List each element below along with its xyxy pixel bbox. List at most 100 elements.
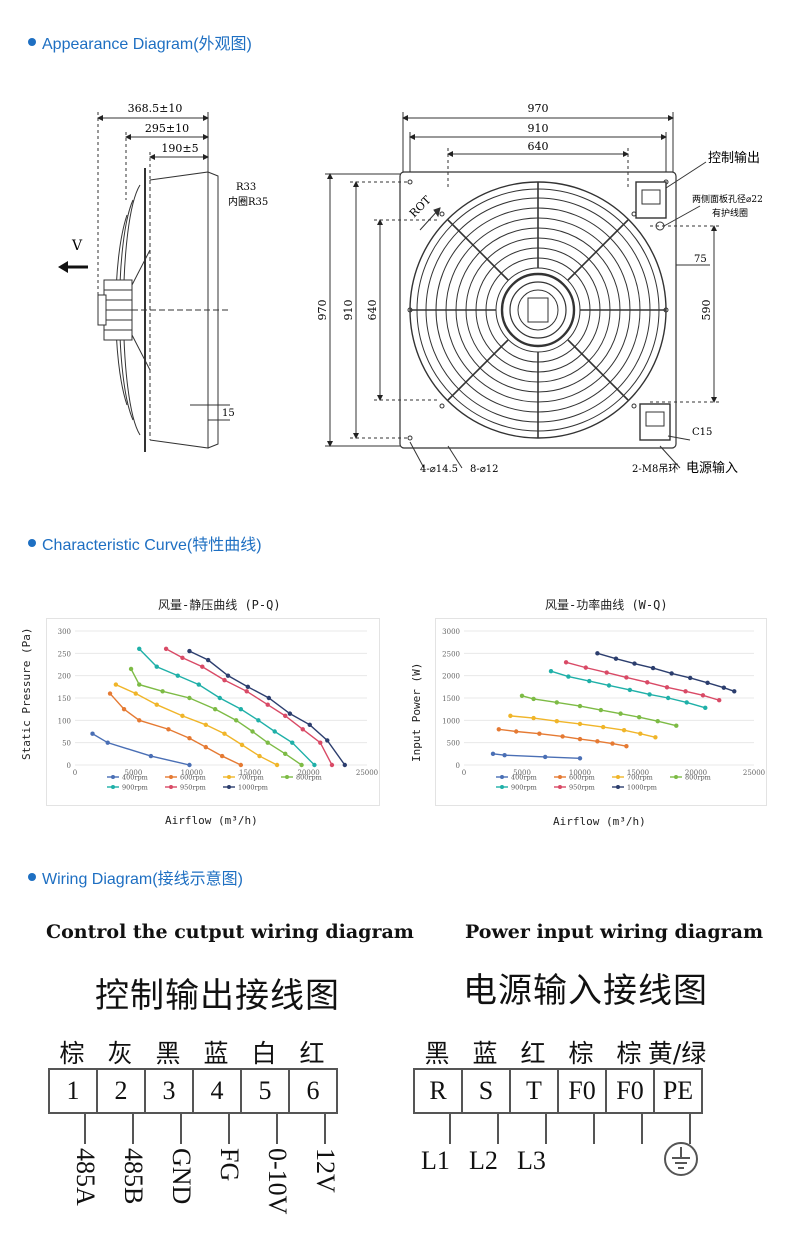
terminal-T: T — [509, 1068, 559, 1114]
terminal-pin — [276, 1114, 278, 1144]
dim-590: 590 — [700, 300, 713, 321]
data-point — [595, 739, 600, 744]
terminal-pin — [324, 1114, 326, 1144]
data-point — [166, 727, 171, 732]
data-point — [137, 646, 142, 652]
power-wiring-heading: Power input wiring diagram — [465, 921, 764, 943]
data-point — [664, 685, 670, 690]
data-point — [283, 713, 288, 719]
legend-label: 950rpm — [569, 784, 595, 792]
data-point — [187, 762, 192, 768]
data-point — [632, 661, 637, 666]
data-point — [563, 660, 569, 665]
terminal-pin — [180, 1114, 182, 1144]
data-point — [554, 700, 559, 705]
terminal-S: S — [461, 1068, 511, 1114]
data-point — [238, 762, 244, 768]
control-wiring-title-cn: 控制输出接线图 — [95, 976, 340, 1016]
wire-color-label: 棕 — [59, 1039, 85, 1068]
y-tick-label: 50 — [62, 740, 71, 748]
data-point — [577, 736, 583, 742]
legend-marker — [558, 785, 562, 789]
data-point — [128, 666, 134, 672]
data-point — [107, 691, 113, 696]
series-line-950rpm — [165, 648, 333, 766]
legend-marker — [500, 775, 504, 779]
data-point — [669, 671, 674, 676]
dim-910-left: 910 — [342, 300, 355, 321]
series-line-400rpm — [492, 753, 581, 759]
airflow-arrow-icon — [58, 261, 88, 273]
data-point — [627, 687, 633, 693]
power-in-label: 电源输入 — [686, 460, 738, 476]
chart-wq-title: 风量-功率曲线 (W-Q) — [545, 598, 668, 612]
dim-640-top: 640 — [528, 140, 549, 153]
terminal-F0: F0 — [605, 1068, 655, 1114]
data-point — [250, 729, 255, 734]
data-point — [688, 675, 693, 681]
data-point — [299, 762, 304, 768]
legend-label: 900rpm — [511, 784, 537, 792]
dim-368: 368.5±10 — [128, 102, 183, 115]
data-point — [154, 702, 159, 707]
data-point — [205, 657, 211, 663]
x-tick-label: 5000 — [124, 769, 142, 777]
dim-295: 295±10 — [145, 122, 189, 135]
data-point — [703, 705, 708, 711]
x-tick-label: 15000 — [239, 769, 261, 777]
terminal-4: 4 — [192, 1068, 242, 1114]
wire-color-label: 蓝 — [203, 1039, 229, 1068]
data-point — [732, 689, 737, 694]
data-point — [225, 673, 231, 678]
terminal-5: 5 — [240, 1068, 290, 1114]
data-point — [548, 669, 554, 674]
chart-pq-ylabel: Static Pressure (Pa) — [20, 627, 33, 760]
data-point — [300, 727, 305, 732]
legend-label: 700rpm — [238, 774, 264, 782]
bullet-dot-icon — [28, 873, 36, 881]
data-point — [674, 723, 679, 728]
legend-marker — [227, 785, 231, 789]
data-point — [187, 648, 192, 654]
terminal-pin — [593, 1114, 595, 1144]
y-tick-label: 2500 — [442, 650, 460, 658]
data-point — [645, 680, 650, 685]
y-tick-label: 300 — [58, 628, 71, 636]
series-line-800rpm — [130, 668, 302, 766]
data-point — [133, 691, 138, 696]
data-point — [577, 703, 583, 709]
y-tick-label: 100 — [58, 717, 71, 725]
data-point — [274, 762, 280, 768]
chart-pq-title: 风量-静压曲线 (P-Q) — [158, 598, 281, 612]
data-point — [244, 689, 249, 694]
data-point — [290, 740, 295, 745]
terminal-pin — [689, 1114, 691, 1144]
data-point — [624, 675, 629, 680]
data-point — [342, 762, 348, 768]
x-tick-label: 15000 — [627, 769, 649, 777]
data-point — [113, 682, 119, 687]
data-point — [683, 689, 688, 694]
data-point — [137, 682, 142, 687]
dim-970-left: 970 — [316, 300, 329, 321]
data-point — [154, 664, 159, 669]
wire-color-label: 红 — [299, 1039, 325, 1068]
hole-note-2: 有护线圈 — [712, 207, 748, 219]
data-point — [239, 742, 245, 748]
legend-label: 600rpm — [180, 774, 206, 782]
hole-note-1: 两侧面板孔径⌀22 — [692, 193, 763, 205]
y-tick-label: 150 — [58, 695, 71, 703]
series-line-400rpm — [92, 733, 190, 766]
y-tick-label: 200 — [58, 673, 71, 681]
legend-label: 800rpm — [296, 774, 322, 782]
front-view — [325, 112, 720, 469]
data-point — [700, 693, 706, 698]
section-curve-title: Characteristic Curve(特性曲线) — [28, 531, 262, 555]
section-wiring-title: Wiring Diagram(接线示意图) — [28, 865, 243, 889]
y-tick-label: 500 — [447, 740, 460, 748]
data-point — [650, 665, 656, 671]
data-point — [257, 753, 262, 759]
data-point — [266, 695, 272, 701]
